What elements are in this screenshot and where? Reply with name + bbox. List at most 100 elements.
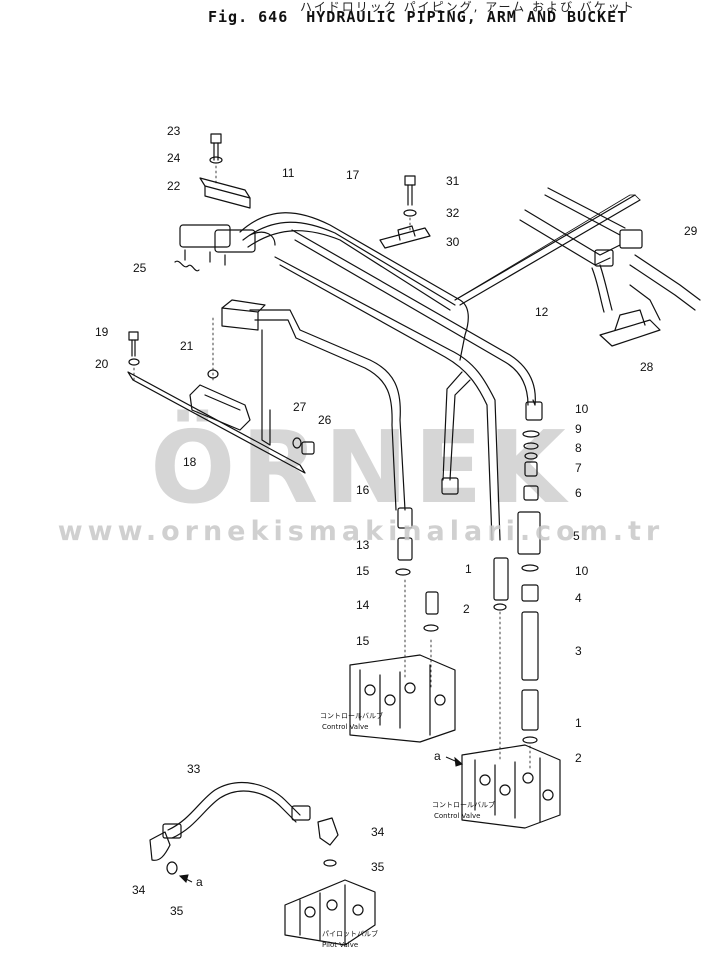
callout-27: 27 xyxy=(293,400,307,414)
callout-7: 7 xyxy=(575,461,582,475)
ref-a-lower: a xyxy=(196,875,203,889)
nut-26 xyxy=(301,441,315,455)
o-ring-10b xyxy=(521,564,539,572)
callout-1a: 1 xyxy=(465,562,472,576)
callout-17: 17 xyxy=(346,168,360,182)
callout-1b: 1 xyxy=(575,716,582,730)
pipe-12 xyxy=(525,399,543,421)
o-ring-15b xyxy=(423,624,439,632)
callout-15b: 15 xyxy=(356,634,370,648)
clamp-22 xyxy=(199,177,251,209)
control-valve-lower-jp: コントロールバルブ xyxy=(432,800,495,809)
callout-3: 3 xyxy=(575,644,582,658)
callout-16: 16 xyxy=(356,483,370,497)
callout-32: 32 xyxy=(446,206,460,220)
callout-34a: 34 xyxy=(132,883,146,897)
callout-25: 25 xyxy=(133,261,147,275)
callout-20: 20 xyxy=(95,357,109,371)
assembly-leaders xyxy=(133,165,531,771)
clamp-30 xyxy=(379,225,431,249)
arrow-a-upper xyxy=(445,756,463,767)
watermark-url: www.ornekismakinalari.com.tr xyxy=(57,516,665,547)
callout-15a: 15 xyxy=(356,564,370,578)
callout-12: 12 xyxy=(535,305,549,319)
figure-number: Fig. 646 xyxy=(208,8,289,26)
callout-labels: 23 24 22 11 17 31 32 30 29 25 12 19 20 2… xyxy=(95,124,698,949)
callout-6: 6 xyxy=(575,486,582,500)
o-ring-35-right xyxy=(323,859,337,867)
pilot-valve-label: Pilot Valve xyxy=(322,941,358,949)
callout-18: 18 xyxy=(183,455,197,469)
callout-2b: 2 xyxy=(575,751,582,765)
pipe-16 xyxy=(249,309,413,529)
title-japanese: ハイドロリック パイピング, アーム および バケット xyxy=(300,0,636,14)
ring-9 xyxy=(523,442,539,450)
callout-2a: 2 xyxy=(463,602,470,616)
callout-24: 24 xyxy=(167,151,181,165)
callout-10b: 10 xyxy=(575,564,589,578)
callout-9: 9 xyxy=(575,422,582,436)
ring-8 xyxy=(524,452,538,460)
callout-14: 14 xyxy=(356,598,370,612)
elbow-34-left xyxy=(149,831,171,861)
callout-21: 21 xyxy=(180,339,194,353)
arrow-a-lower xyxy=(178,874,193,883)
clamp-28 xyxy=(599,309,661,347)
callout-19: 19 xyxy=(95,325,109,339)
block-5 xyxy=(517,511,541,555)
callout-5: 5 xyxy=(573,529,580,543)
callout-29: 29 xyxy=(684,224,698,238)
figure-caption: HYDRAULIC PIPING, ARM AND BUCKET xyxy=(306,8,628,26)
clamp-block-21 xyxy=(221,299,266,331)
bolt-23 xyxy=(210,133,222,161)
fitting-1b xyxy=(521,689,539,731)
control-valve-upper xyxy=(349,654,456,743)
callout-26: 26 xyxy=(318,413,332,427)
o-ring-2b xyxy=(522,736,538,744)
pipe-to-14 xyxy=(441,371,471,495)
pilot-valve xyxy=(284,879,376,946)
callout-10a: 10 xyxy=(575,402,589,416)
callout-4: 4 xyxy=(575,591,582,605)
callout-31: 31 xyxy=(446,174,460,188)
callout-35b: 35 xyxy=(371,860,385,874)
control-valve-upper-label: Control Valve xyxy=(322,723,368,731)
bracket-18 xyxy=(127,329,306,474)
callout-13: 13 xyxy=(356,538,370,552)
o-ring-10a xyxy=(522,430,540,438)
adapter-6 xyxy=(523,485,539,501)
figure-title: Fig. 646 HYDRAULIC PIPING, ARM AND BUCKET xyxy=(208,8,627,26)
callout-23: 23 xyxy=(167,124,181,138)
callout-33: 33 xyxy=(187,762,201,776)
control-valve-lower-label: Control Valve xyxy=(434,812,480,820)
washer-20 xyxy=(128,358,140,366)
elbow-13 xyxy=(397,537,413,561)
manifold-block xyxy=(179,224,276,266)
washer-24 xyxy=(209,156,223,164)
control-valve-lower xyxy=(461,744,561,829)
pipe-to-29 xyxy=(454,187,701,321)
callout-30: 30 xyxy=(446,235,460,249)
pilot-valve-jp: パイロットバルブ xyxy=(322,929,378,938)
spring-25 xyxy=(174,260,200,272)
watermark-logo-text: ÖRNEK xyxy=(150,409,572,526)
fitting-1a xyxy=(493,557,509,601)
elbow-14 xyxy=(425,591,439,615)
callout-35a: 35 xyxy=(170,904,184,918)
bolt-31 xyxy=(404,175,416,206)
o-ring-15a xyxy=(395,568,411,576)
hose-33 xyxy=(162,782,311,839)
callout-28: 28 xyxy=(640,360,654,374)
washer-32 xyxy=(403,209,417,217)
watermark-logo: ÖRNEK xyxy=(150,409,572,526)
o-ring-2a xyxy=(493,603,507,611)
o-ring-35-left xyxy=(166,861,178,875)
bolt-19 xyxy=(128,331,139,357)
callout-8: 8 xyxy=(575,441,582,455)
ref-a-upper: a xyxy=(434,749,441,763)
leader-29 xyxy=(454,194,641,301)
callout-22: 22 xyxy=(167,179,181,193)
callout-34b: 34 xyxy=(371,825,385,839)
callout-11: 11 xyxy=(282,166,295,180)
